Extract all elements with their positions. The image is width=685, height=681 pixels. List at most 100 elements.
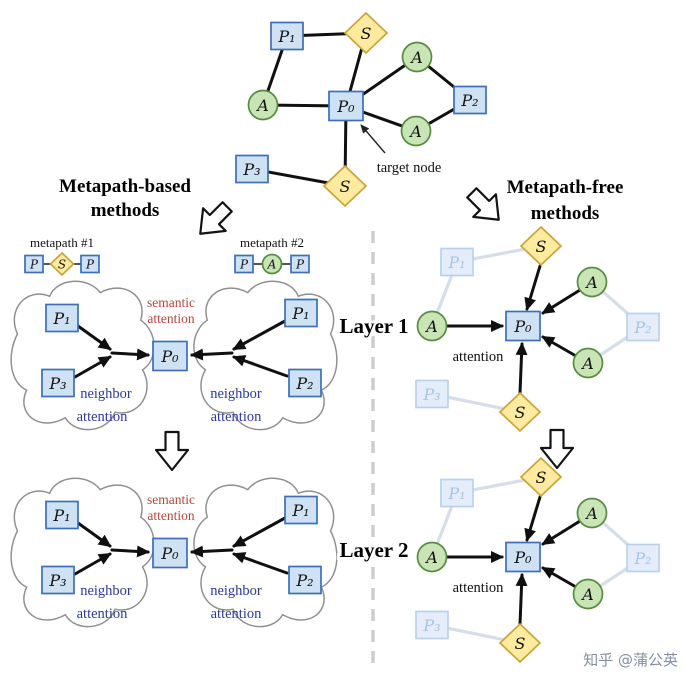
attention-arrow bbox=[541, 335, 578, 358]
node-label: P₂ bbox=[460, 91, 478, 110]
neighbor-attention-label-line2: attention bbox=[77, 409, 128, 425]
neighbor-attention-label-line1: neighbor bbox=[210, 386, 262, 402]
node-label: P₀ bbox=[513, 317, 532, 336]
attention-arrow bbox=[541, 288, 582, 315]
node-label: S bbox=[515, 403, 526, 422]
attention-arrow bbox=[190, 348, 234, 361]
attention-arrow bbox=[73, 355, 112, 379]
p-node-box bbox=[45, 303, 79, 333]
node-label: P₂ bbox=[295, 374, 313, 393]
node-label: A bbox=[424, 317, 438, 336]
p-node-box bbox=[505, 310, 541, 342]
node-p3: P₃ bbox=[235, 154, 269, 184]
p-node-box bbox=[234, 254, 254, 274]
attention-label: attention bbox=[453, 349, 504, 365]
p-node-box bbox=[288, 368, 322, 398]
attention-arrow bbox=[524, 264, 542, 311]
node-label: S bbox=[361, 24, 372, 43]
node-label: S bbox=[58, 258, 66, 272]
s-node-diamond bbox=[49, 251, 75, 277]
p-node-box bbox=[284, 298, 318, 328]
metapath-free-heading-line1: Metapath-free bbox=[507, 177, 624, 198]
node-label: P bbox=[29, 258, 39, 272]
node-label: P₀ bbox=[336, 97, 355, 116]
p-node-box bbox=[440, 247, 474, 277]
node-a: A bbox=[416, 310, 448, 342]
node-label: A bbox=[408, 122, 422, 141]
node-p2: P₂ bbox=[288, 368, 322, 398]
metapath-legend: metapath #1 P S P metapath #2 P A P bbox=[24, 235, 310, 277]
metapath-based-heading-line1: Metapath-based bbox=[59, 176, 191, 197]
a-node-circle bbox=[261, 253, 283, 275]
node-p2-faded: P₂ bbox=[626, 312, 660, 342]
neighbor-attention-label-line2: attention bbox=[211, 409, 262, 425]
p-node-box bbox=[626, 312, 660, 342]
node-label: P₁ bbox=[52, 309, 70, 328]
semantic-attention-label-line1: semantic bbox=[147, 295, 195, 310]
a-node-circle bbox=[247, 89, 279, 121]
semantic-attention-label-line2: attention bbox=[147, 311, 194, 326]
node-label: P₁ bbox=[447, 253, 465, 272]
layer-transition-arrow-icon bbox=[154, 430, 190, 472]
node-label: S bbox=[340, 177, 351, 196]
node-a: A bbox=[401, 41, 433, 73]
p-node-box bbox=[270, 21, 304, 51]
node-s: S bbox=[343, 11, 389, 55]
a-node-circle bbox=[400, 115, 432, 147]
node-p1-faded: P₁ bbox=[440, 247, 474, 277]
node-label: P bbox=[239, 258, 249, 272]
s-node-diamond bbox=[322, 164, 368, 208]
node-p2: P₂ bbox=[453, 85, 487, 115]
mini-node-p: P bbox=[234, 254, 254, 274]
attention-arrow bbox=[232, 319, 287, 351]
target-pointer-arrow bbox=[360, 124, 386, 154]
a-node-circle bbox=[416, 310, 448, 342]
a-node-circle bbox=[576, 266, 608, 298]
node-label: P bbox=[85, 258, 95, 272]
a-node-circle bbox=[572, 347, 604, 379]
node-label: P₁ bbox=[291, 304, 309, 323]
heading-arrow-icon bbox=[459, 180, 512, 233]
node-s: S bbox=[519, 225, 563, 267]
metapath-free-layer-block: P₁ P₂ P₃ S A A A bbox=[415, 225, 660, 433]
node-label: P₃ bbox=[242, 160, 260, 179]
watermark-text: 知乎 @蒲公英 bbox=[583, 651, 678, 669]
node-label: A bbox=[584, 273, 598, 292]
neighbor-attention-label-line1: neighbor bbox=[80, 386, 132, 402]
node-a: A bbox=[247, 89, 279, 121]
p-node-box bbox=[152, 340, 188, 372]
attention-arrow bbox=[110, 348, 150, 361]
node-p3-faded: P₃ bbox=[415, 379, 449, 409]
metapath-layer-block: P₁ P₃ P₀ P₁ P₂ semantic attention neighb… bbox=[10, 280, 338, 431]
target-node-label: target node bbox=[377, 160, 442, 176]
attention-arrow bbox=[515, 342, 528, 395]
s-node-diamond bbox=[519, 225, 563, 267]
p-node-box bbox=[328, 90, 364, 122]
mini-node-a: A bbox=[261, 253, 283, 275]
node-p1: P₁ bbox=[45, 303, 79, 333]
node-p1: P₁ bbox=[284, 298, 318, 328]
node-label: P₃ bbox=[422, 385, 440, 404]
node-label: P₂ bbox=[633, 318, 651, 337]
mini-node-p: P bbox=[290, 254, 310, 274]
node-label: P₁ bbox=[277, 27, 295, 46]
p-node-box bbox=[415, 379, 449, 409]
node-p0-target: P₀ bbox=[505, 310, 541, 342]
node-p3: P₃ bbox=[41, 368, 75, 398]
node-label: A bbox=[267, 258, 277, 272]
node-label: P₃ bbox=[48, 374, 66, 393]
metapath2-label: metapath #2 bbox=[240, 235, 304, 250]
p-node-box bbox=[235, 154, 269, 184]
heading-arrow-icon bbox=[187, 194, 240, 247]
mini-node-s: S bbox=[49, 251, 75, 277]
metapath-based-heading-line2: methods bbox=[91, 200, 160, 221]
p-node-box bbox=[41, 368, 75, 398]
node-p1: P₁ bbox=[270, 21, 304, 51]
node-p0-target: P₀ bbox=[152, 340, 188, 372]
metapath-free-heading-line2: methods bbox=[531, 203, 600, 224]
a-node-circle bbox=[401, 41, 433, 73]
mini-node-p: P bbox=[24, 254, 44, 274]
node-s: S bbox=[498, 391, 542, 433]
node-p0-target: P₀ bbox=[328, 90, 364, 122]
